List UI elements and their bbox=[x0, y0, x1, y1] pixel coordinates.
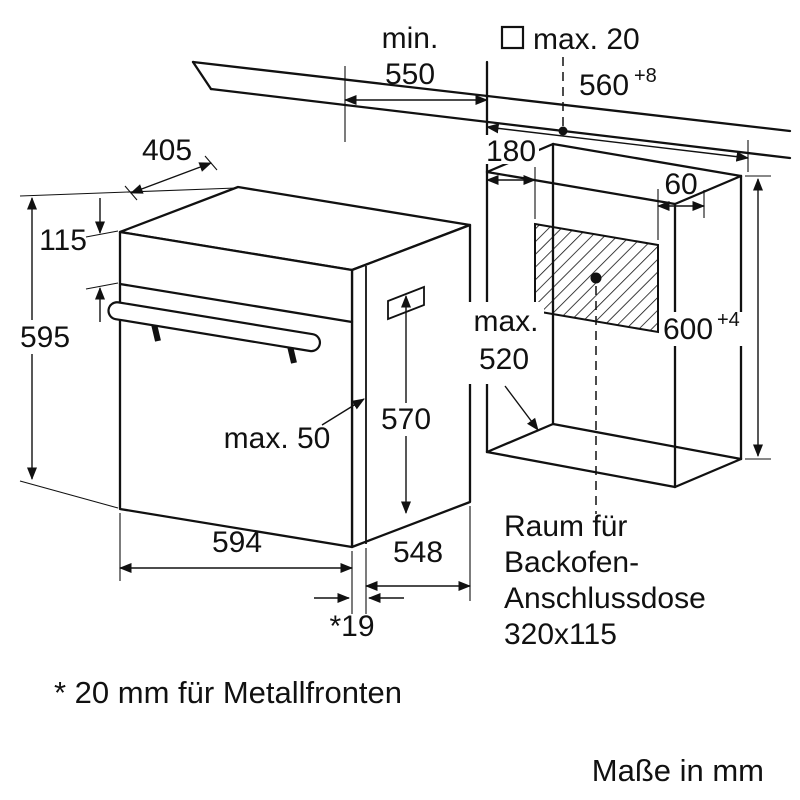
leader-arrow bbox=[504, 385, 539, 431]
units-note: Maße in mm bbox=[592, 753, 764, 788]
niche-floor-front-edge bbox=[485, 450, 677, 489]
dim-label-max50: max. 50 bbox=[224, 422, 331, 455]
dim-niche-height: 600 +4 bbox=[661, 175, 771, 460]
dim-niche-width: 560 +8 bbox=[485, 65, 750, 172]
dim-label-405: 405 bbox=[142, 134, 192, 167]
dim-door-protrusion: *19 bbox=[314, 592, 404, 643]
extension-line bbox=[85, 282, 119, 290]
dim-label-600: 600 bbox=[663, 313, 713, 346]
extension-line bbox=[19, 187, 237, 197]
dim-label-550: 550 bbox=[385, 58, 435, 91]
connection-box-space bbox=[534, 57, 659, 514]
oven-front-face bbox=[118, 230, 354, 549]
label-background bbox=[661, 312, 751, 346]
niche-ceiling-right-depth-edge bbox=[673, 174, 743, 206]
dim-label-115: 115 bbox=[39, 224, 87, 257]
niche-floor-right-depth-edge bbox=[673, 457, 743, 489]
dim-label-max: max. bbox=[473, 305, 538, 338]
dim-label-560: 560 bbox=[579, 69, 629, 102]
dim-handle-clearance: max. 50 bbox=[224, 398, 365, 455]
dim-label-594: 594 bbox=[212, 526, 262, 559]
dim-worktop-depth: min. 550 bbox=[343, 22, 489, 142]
extension-line bbox=[19, 480, 119, 509]
footnote: * 20 mm für Metallfronten bbox=[54, 675, 402, 710]
handle-support-left bbox=[151, 323, 161, 342]
dim-label-max20: max. 20 bbox=[533, 23, 640, 56]
extension-line bbox=[85, 230, 119, 238]
dim-label-180: 180 bbox=[486, 135, 536, 168]
handle-bar bbox=[107, 301, 322, 353]
dim-oven-body-depth: 548 bbox=[364, 506, 472, 614]
dimension-arrow bbox=[485, 123, 750, 162]
note-line-1: Raum für bbox=[504, 510, 627, 543]
label-background bbox=[377, 403, 436, 436]
niche-opening-top-edge bbox=[485, 170, 677, 206]
oven-side-face bbox=[350, 223, 472, 549]
note-line-2: Backofen- bbox=[504, 546, 639, 579]
label-background bbox=[20, 320, 72, 354]
dim-label-19: *19 bbox=[329, 610, 374, 643]
niche-floor-left-depth-edge bbox=[485, 422, 555, 454]
dim-oven-top-depth: 405 bbox=[124, 134, 218, 201]
niche-back-floor-edge bbox=[551, 422, 743, 461]
dim-label-595: 595 bbox=[20, 321, 70, 354]
dim-control-panel-height: 115 bbox=[39, 198, 119, 322]
dim-label-60: 60 bbox=[664, 168, 697, 201]
oven bbox=[107, 185, 472, 549]
socket-center-dot bbox=[590, 272, 602, 284]
dim-socket-offset-right: 60 bbox=[656, 168, 706, 240]
worktop-gap-reference-dot bbox=[558, 126, 568, 136]
dim-oven-height: 595 bbox=[19, 187, 237, 509]
oven-handle bbox=[107, 301, 322, 364]
dim-label-min: min. bbox=[382, 22, 439, 55]
dim-label-548: 548 bbox=[393, 536, 443, 569]
label-background bbox=[464, 302, 544, 384]
dim-door-height: 570 bbox=[377, 294, 436, 515]
note-line-3: Anschlussdose bbox=[504, 582, 706, 615]
label-background bbox=[484, 135, 539, 164]
control-panel-bottom-edge bbox=[118, 282, 354, 324]
leader-arrow bbox=[321, 398, 365, 426]
dim-oven-width: 594 bbox=[118, 513, 354, 614]
dim-worktop-gap: max. 20 bbox=[500, 23, 640, 56]
dimension-arrow bbox=[130, 162, 212, 194]
dim-socket-offset-left: 180 bbox=[484, 135, 539, 219]
socket-space-note: Raum für Backofen- Anschlussdose 320x115 bbox=[504, 510, 706, 651]
worktop-front-top-edge bbox=[191, 60, 792, 133]
dim-label-570: 570 bbox=[381, 403, 431, 436]
dim-label-600-tol: +4 bbox=[717, 309, 740, 331]
note-line-4: 320x115 bbox=[504, 618, 617, 651]
worktop-left-corner-edge bbox=[191, 60, 213, 91]
dim-niche-clear-depth: max. 520 bbox=[464, 302, 544, 431]
dim-label-520: 520 bbox=[479, 343, 529, 376]
square-symbol-icon bbox=[500, 25, 525, 50]
dim-label-560-tol: +8 bbox=[634, 65, 657, 87]
